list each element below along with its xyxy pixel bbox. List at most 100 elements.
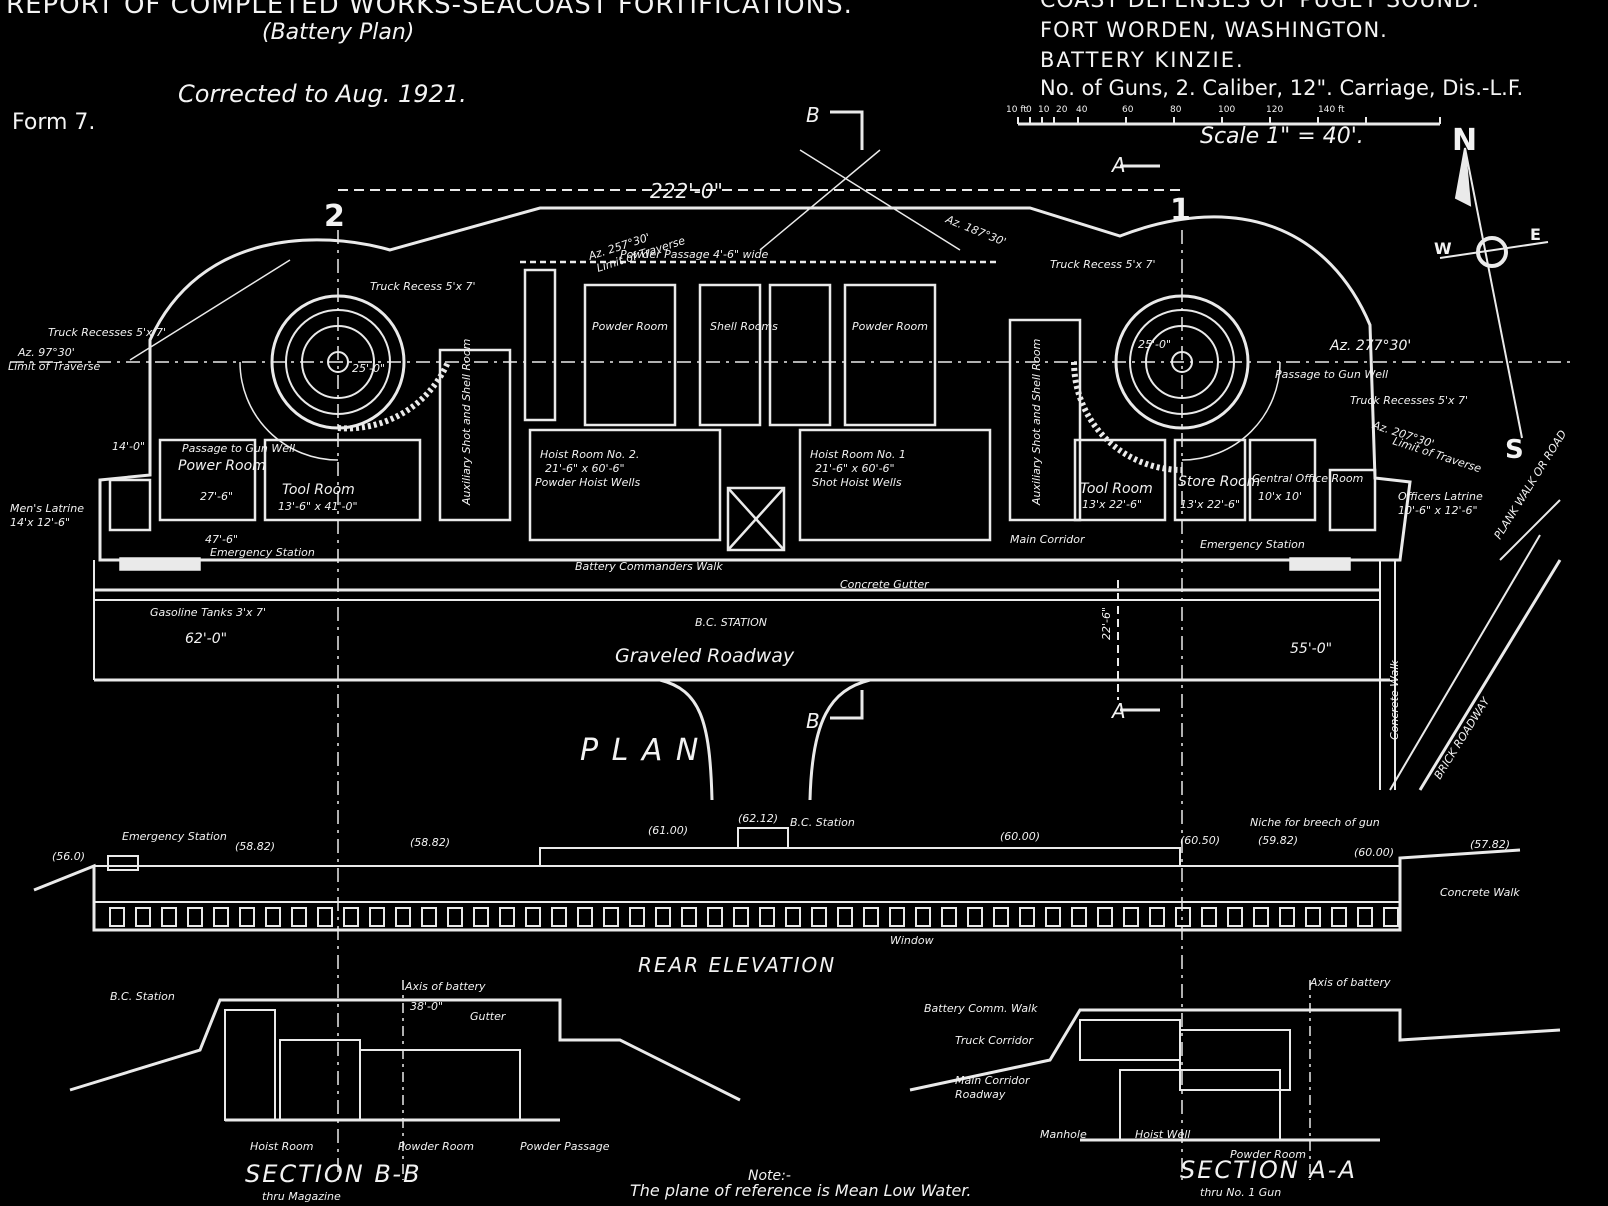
gun-specs: No. of Guns, 2. Caliber, 12". Carriage, … (1040, 76, 1524, 100)
section-aa-roadway: Roadway (955, 1088, 1006, 1101)
section-aa-manhole: Manhole (1040, 1128, 1087, 1141)
section-aa-sub: thru No. 1 Gun (1200, 1186, 1281, 1199)
elevation-window (811, 907, 827, 927)
central-office-dim: 10'x 10' (1258, 490, 1302, 503)
tool-room-left-label: Tool Room (282, 482, 355, 498)
emergency-station-left: Emergency Station (210, 546, 315, 559)
elevation-window (343, 907, 359, 927)
graveled-roadway-label: Graveled Roadway (615, 645, 795, 667)
hoist-room-2-dim: 21'-6" x 60'-6" (545, 462, 625, 475)
truck-recesses-left: Truck Recesses 5'x 7' (48, 326, 166, 339)
elevation-window (109, 907, 125, 927)
elevation-niche-label: Niche for breech of gun (1250, 816, 1380, 829)
elevation-window (603, 907, 619, 927)
section-mark-b-top: B (806, 103, 820, 127)
corrected-date: Corrected to Aug. 1921. (178, 80, 467, 108)
compass-east: E (1530, 225, 1541, 244)
report-subtitle: (Battery Plan) (262, 20, 415, 45)
section-bb-hoist-room: Hoist Room (250, 1140, 313, 1153)
elevation-window (213, 907, 229, 927)
scale-tick-label: 40 (1076, 105, 1088, 115)
scale-tick-label: 10 (1038, 105, 1050, 115)
scale-tick-label: 20 (1056, 105, 1068, 115)
elev-mark-h: (60.00) (1354, 846, 1394, 859)
pit-right-dimension: 25'-0" (1138, 338, 1171, 351)
elevation-window (1045, 907, 1061, 927)
elev-mark-c: (61.00) (648, 824, 688, 837)
elevation-window (1331, 907, 1347, 927)
central-office-label: Central Office Room (1252, 472, 1363, 485)
elevation-window (265, 907, 281, 927)
elevation-window (629, 907, 645, 927)
hoist-room-1-label: Hoist Room No. 1 (810, 448, 906, 461)
elevation-window (1227, 907, 1243, 927)
elevation-window (759, 907, 775, 927)
elevation-window (1201, 907, 1217, 927)
elevation-window (135, 907, 151, 927)
section-mark-b-bottom: B (806, 709, 820, 733)
scale-label: Scale 1" = 40'. (1200, 124, 1364, 149)
hoist-room-2-sub: Powder Hoist Wells (535, 476, 640, 489)
elevation-window (681, 907, 697, 927)
plank-walk-label: PLANK WALK OR ROAD (1492, 428, 1570, 542)
note-heading: Note:- (748, 1168, 791, 1184)
shell-rooms-label: Shell Rooms (710, 320, 778, 333)
elev-mark-a: (58.82) (235, 840, 275, 853)
section-bb-sub: thru Magazine (262, 1190, 341, 1203)
elevation-window (1019, 907, 1035, 927)
elev-mark-left: (56.0) (52, 850, 85, 863)
section-mark-a-top: A (1110, 153, 1126, 177)
passage-gun-well-left: Passage to Gun Well (182, 442, 295, 455)
elevation-window (239, 907, 255, 927)
road-width-dimension: 22'-6" (1100, 607, 1113, 640)
left-road-dimension: 62'-0" (185, 631, 227, 647)
elevation-window (889, 907, 905, 927)
elevation-window (915, 907, 931, 927)
battery-commanders-walk: Battery Commanders Walk (575, 560, 723, 573)
hoist-room-1-dim: 21'-6" x 60'-6" (815, 462, 895, 475)
azimuth-top-right: Az. 187°30' (943, 212, 1008, 248)
compass-south: S (1505, 435, 1524, 465)
section-aa-axis: Axis of battery (1309, 976, 1391, 989)
elevation-window (395, 907, 411, 927)
elev-mark-f: (60.50) (1180, 834, 1220, 847)
battery-name: BATTERY KINZIE. (1040, 48, 1245, 72)
section-bb-drawing (69, 980, 741, 1180)
gun-centerlines (10, 230, 1570, 1180)
officers-latrine-dim: 10'-6" x 12'-6" (1398, 504, 1478, 517)
section-bb-axis: Axis of battery (404, 980, 486, 993)
scale-tick-label: 60 (1122, 105, 1134, 115)
gun-number-1: 1 (1170, 193, 1191, 228)
bc-station-label: B.C. STATION (695, 616, 767, 629)
elevation-window (733, 907, 749, 927)
scale-bar (1017, 117, 1441, 126)
hoist-room-2-label: Hoist Room No. 2. (540, 448, 639, 461)
section-aa-powder-room: Powder Room (1230, 1148, 1306, 1161)
brick-roadway-label: BRICK ROADWAY (1432, 694, 1493, 781)
elevation-window (1123, 907, 1139, 927)
report-title: REPORT OF COMPLETED WORKS-SEACOAST FORTI… (6, 0, 853, 20)
form-number: Form 7. (12, 110, 96, 135)
elevation-window (1175, 907, 1191, 927)
officers-latrine-label: Officers Latrine (1398, 490, 1483, 503)
elevation-window (1305, 907, 1321, 927)
elevation-window (473, 907, 489, 927)
gun-emplacement-2 (239, 294, 451, 461)
graveled-roadway (93, 499, 1562, 801)
concrete-gutter-label: Concrete Gutter (840, 578, 930, 591)
scale-tick-label: 80 (1170, 105, 1182, 115)
offset-dimension: 14'-0" (112, 440, 145, 453)
note-body: The plane of reference is Mean Low Water… (630, 1181, 972, 1200)
aux-room-right-label: Auxiliary Shot and Shell Room (1030, 339, 1043, 506)
scale-tick-label: 120 (1266, 105, 1283, 115)
scale-tick-label: 0 (1026, 105, 1032, 115)
section-bb-powder-room: Powder Room (398, 1140, 474, 1153)
elevation-window (369, 907, 385, 927)
pit-left-dimension: 25'-0" (352, 362, 385, 375)
section-aa-truck-corridor: Truck Corridor (955, 1034, 1034, 1047)
gasoline-tanks-label: Gasoline Tanks 3'x 7' (150, 606, 266, 619)
powder-passage-label: Powder Passage 4'-6" wide (620, 248, 769, 261)
elevation-window (655, 907, 671, 927)
